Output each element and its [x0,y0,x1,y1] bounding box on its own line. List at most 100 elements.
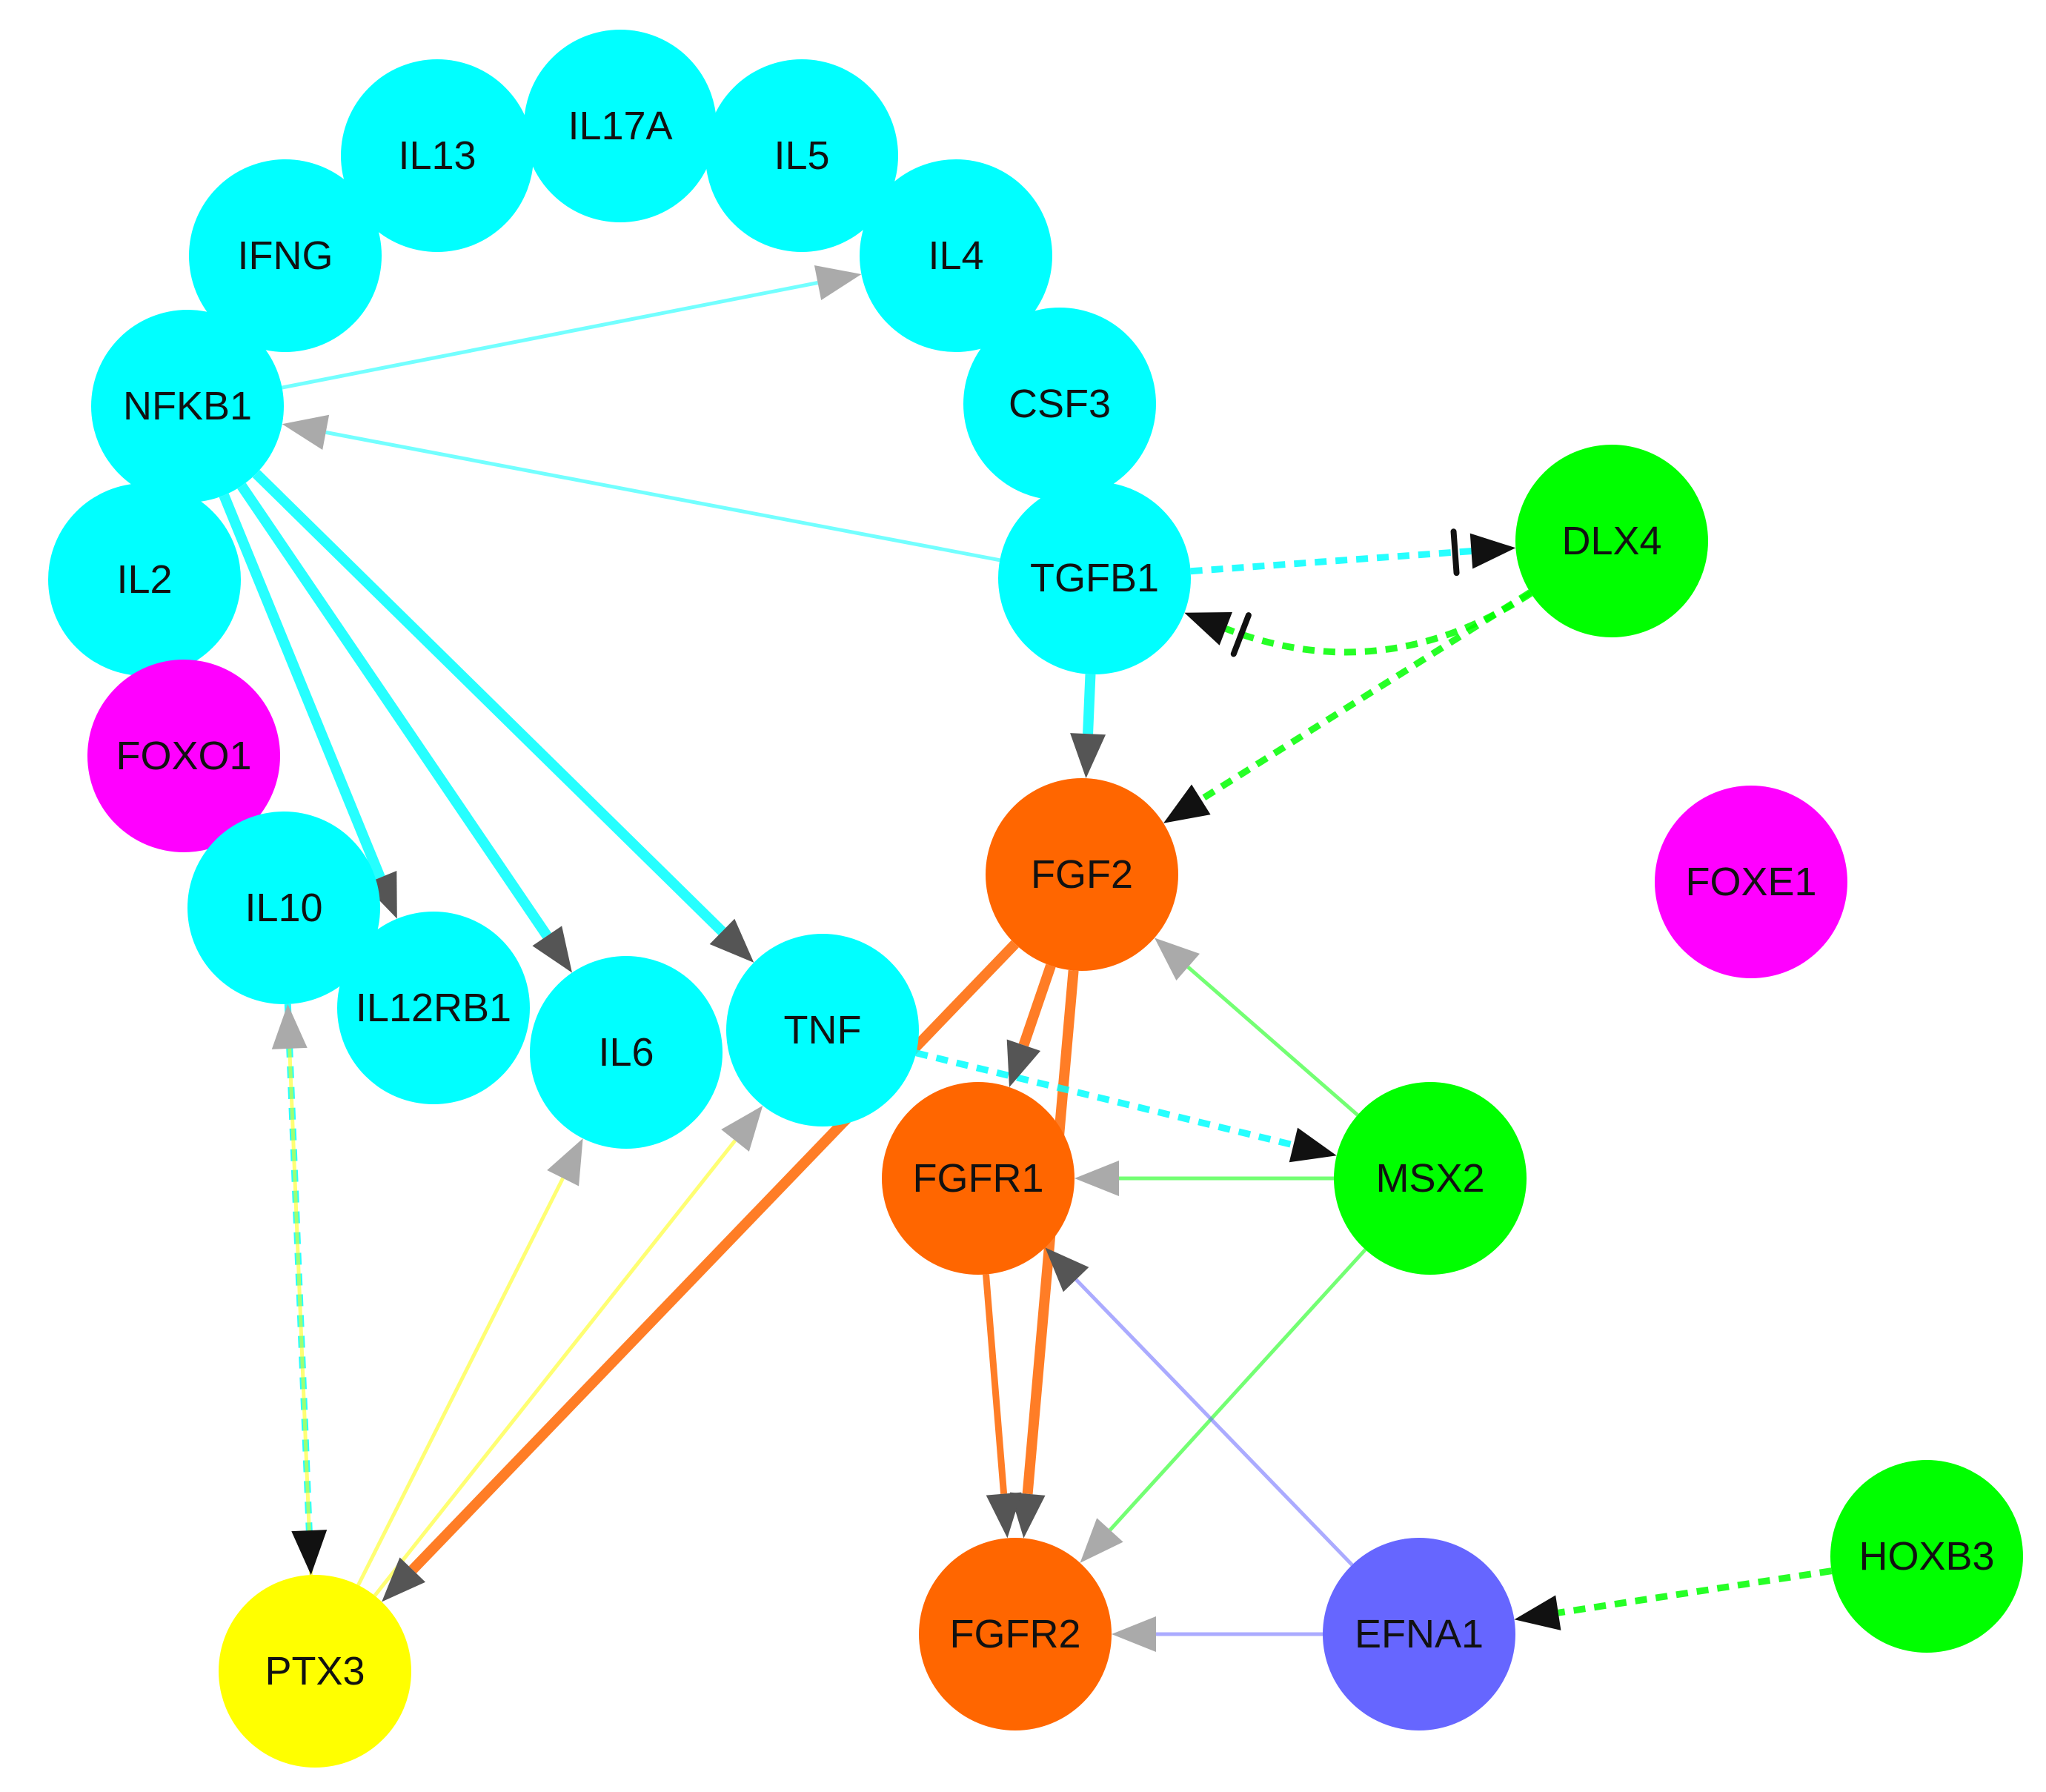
edge-fgf2-to-fgfr1-arrowhead [1006,1039,1041,1087]
node-il4-circle [860,159,1052,352]
node-fgf2-label: FGF2 [1031,852,1133,897]
node-ptx3[interactable]: PTX3 [219,1575,411,1768]
edge-msx2-to-fgf2 [1186,966,1359,1117]
node-il12rb1[interactable]: IL12RB1 [337,912,530,1104]
arrowheads-layer [271,265,1561,1652]
edge-tgfb1-to-dlx4-arrowhead [1469,533,1516,569]
node-fgfr1-label: FGFR1 [912,1156,1043,1201]
node-csf3-label: CSF3 [1009,382,1111,426]
edge-fgf2-to-fgfr1 [1018,963,1056,1047]
node-il12rb1-label: IL12RB1 [356,986,511,1030]
edge-fgfr1-to-fgfr2-arrowhead [986,1492,1022,1539]
node-tgfb1-label: TGFB1 [1030,556,1159,600]
node-fgfr2[interactable]: FGFR2 [919,1538,1112,1730]
node-hoxb3-label: HOXB3 [1859,1534,1994,1579]
node-il2[interactable]: IL2 [48,483,241,676]
node-il17a-circle [524,30,717,222]
edge-fgfr1-to-fgfr2 [983,1274,1008,1494]
node-hoxb3-circle [1830,1460,2023,1653]
edge-ptx3-to-tnf-arrowhead [721,1105,763,1152]
node-il6-label: IL6 [598,1030,654,1075]
node-foxo1-label: FOXO1 [116,734,251,778]
edge-tgfb1-to-dlx4-inhibition-bar [1450,528,1460,577]
node-ptx3-label: PTX3 [265,1649,365,1693]
node-foxo1-circle [87,660,280,852]
edge-dlx4-to-fgf2 [1199,589,1532,803]
edge-efna1-to-fgfr1-arrowhead [1045,1247,1089,1292]
node-fgfr2-circle [919,1538,1112,1730]
node-ifng[interactable]: IFNG [189,159,382,352]
node-il5[interactable]: IL5 [705,59,898,252]
node-efna1-label: EFNA1 [1355,1612,1484,1656]
node-il10[interactable]: IL10 [187,812,380,1004]
edge-nfkb1-to-il12rb1 [219,493,385,880]
edge-hoxb3-to-efna1 [1558,1567,1833,1616]
node-nfkb1[interactable]: NFKB1 [91,310,284,502]
node-dlx4-label: DLX4 [1561,519,1661,563]
edge-nfkb1-to-il4-arrowhead [814,265,862,301]
node-il13[interactable]: IL13 [341,59,534,252]
edge-nfkb1-to-il6-arrowhead [532,926,572,973]
edge-ptx3-to-il10 [288,1048,313,1576]
node-il6[interactable]: IL6 [530,956,723,1149]
node-il2-label: IL2 [116,557,172,602]
edge-msx2-to-fgfr1-arrowhead [1075,1161,1119,1196]
node-fgfr2-label: FGFR2 [949,1612,1080,1656]
edge-tgfb1-to-nfkb1-arrowhead [282,414,330,450]
node-msx2[interactable]: MSX2 [1334,1082,1527,1275]
node-foxe1[interactable]: FOXE1 [1655,786,1847,978]
edge-ptx3-to-il10-arrowhead [271,1003,308,1049]
edge-ptx3-to-tnf [373,1139,737,1597]
node-il4-label: IL4 [928,233,983,278]
node-fgf2-circle [986,778,1178,971]
node-fgfr1-circle [882,1082,1075,1275]
node-tgfb1[interactable]: TGFB1 [998,482,1191,674]
edge-tnf-to-msx2-arrowhead [1289,1127,1337,1163]
node-tnf[interactable]: TNF [726,934,919,1126]
node-il10-circle [187,812,380,1004]
node-dlx4[interactable]: DLX4 [1515,445,1708,637]
node-il5-circle [705,59,898,252]
node-dlx4-circle [1515,445,1708,637]
node-msx2-label: MSX2 [1375,1156,1484,1201]
edge-dlx4-to-tgfb1-arrowhead [1184,611,1232,646]
node-nfkb1-circle [91,310,284,502]
node-il13-label: IL13 [398,133,476,178]
edge-nfkb1-to-tnf-arrowhead [709,918,754,963]
node-hoxb3[interactable]: HOXB3 [1830,1460,2023,1653]
node-msx2-circle [1334,1082,1527,1275]
node-foxe1-label: FOXE1 [1685,860,1816,904]
node-fgf2[interactable]: FGF2 [986,778,1178,971]
edge-tgfb1-to-nfkb1 [325,430,1000,563]
node-il10-label: IL10 [245,886,322,930]
node-efna1-circle [1323,1538,1515,1730]
node-csf3[interactable]: CSF3 [963,308,1156,500]
edge-fgf2-to-fgfr2-arrowhead [1009,1492,1046,1539]
edge-tgfb1-to-dlx4 [1190,548,1472,575]
edge-hoxb3-to-efna1-arrowhead [1514,1595,1561,1630]
edge-efna1-to-fgfr2-arrowhead [1112,1616,1156,1652]
edge-il10-to-ptx3-arrowhead [291,1530,328,1576]
node-il5-label: IL5 [774,133,829,178]
node-csf3-circle [963,308,1156,500]
node-foxo1[interactable]: FOXO1 [87,660,280,852]
node-efna1[interactable]: EFNA1 [1323,1538,1515,1730]
edge-dlx4-to-tgfb1-inhibition-bar [1230,612,1252,657]
edge-nfkb1-to-il6 [237,482,552,939]
node-il13-circle [341,59,534,252]
edge-tgfb1-to-fgf2-arrowhead [1070,733,1106,779]
edge-efna1-to-fgfr1 [1075,1278,1354,1567]
node-il2-circle [48,483,241,676]
node-tnf-circle [726,934,919,1126]
node-nfkb1-label: NFKB1 [123,384,252,428]
edge-dlx4-to-fgf2-arrowhead [1163,784,1211,823]
node-il17a[interactable]: IL17A [524,30,717,222]
edge-msx2-to-fgfr2 [1109,1248,1367,1532]
node-fgfr1[interactable]: FGFR1 [882,1082,1075,1275]
node-il4[interactable]: IL4 [860,159,1052,352]
node-tnf-label: TNF [784,1008,862,1052]
edge-ptx3-to-il6 [356,1177,565,1586]
edge-ptx3-to-il6-arrowhead [547,1138,583,1187]
